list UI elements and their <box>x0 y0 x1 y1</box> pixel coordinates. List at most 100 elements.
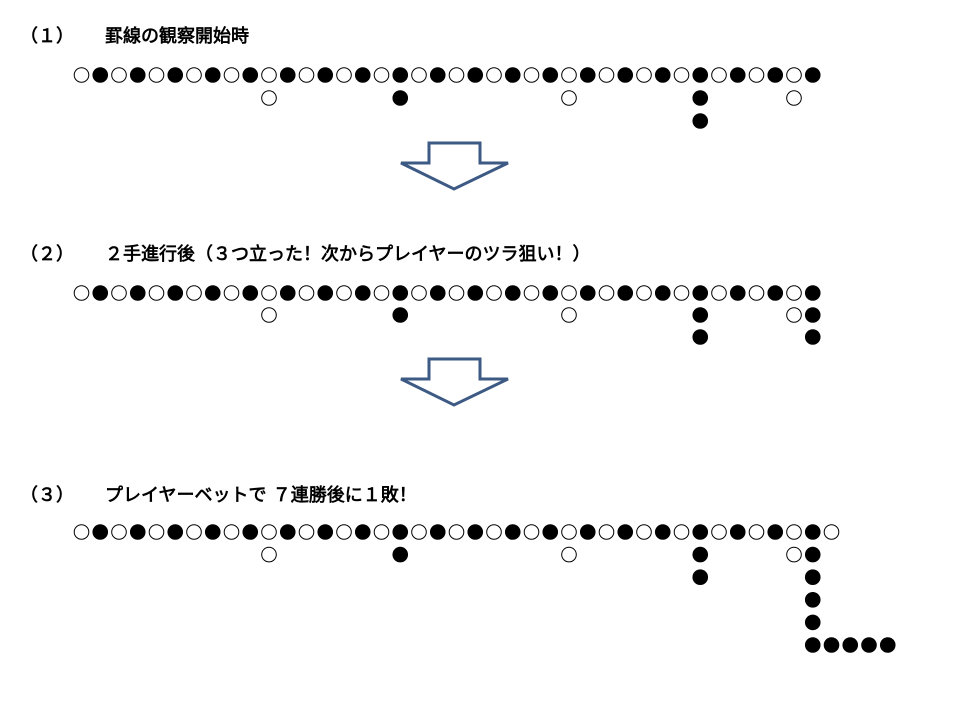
black-bead <box>354 67 371 83</box>
black-bead <box>823 637 840 653</box>
black-bead <box>392 67 409 83</box>
black-bead <box>842 637 859 653</box>
black-bead <box>692 113 709 129</box>
white-bead <box>598 285 615 301</box>
white-bead <box>636 285 652 301</box>
down-arrow-icon <box>400 141 509 191</box>
white-bead <box>373 524 390 540</box>
white-bead <box>223 67 240 83</box>
black-bead <box>204 285 221 301</box>
section-1-heading: （１）罫線の観察開始時 <box>20 22 249 48</box>
black-bead <box>804 569 821 586</box>
black-bead <box>242 67 259 83</box>
white-bead <box>261 524 277 540</box>
black-bead <box>242 524 259 540</box>
white-bead <box>223 524 240 540</box>
black-bead <box>279 285 296 301</box>
black-bead <box>579 285 596 301</box>
black-bead <box>279 524 296 540</box>
black-bead <box>767 524 784 540</box>
black-bead <box>429 285 446 301</box>
black-bead <box>392 90 409 106</box>
white-bead <box>186 285 202 301</box>
black-bead <box>317 524 334 540</box>
bead-road-3 <box>73 524 896 653</box>
black-bead <box>504 285 521 301</box>
black-bead <box>354 524 371 540</box>
black-bead <box>542 67 559 83</box>
section-number: （３） <box>20 485 74 506</box>
black-bead <box>804 524 821 540</box>
white-bead <box>673 67 690 83</box>
white-bead <box>111 67 127 83</box>
white-bead <box>561 307 577 323</box>
section-number: （２） <box>20 244 74 265</box>
white-bead <box>373 285 390 301</box>
black-bead <box>729 524 746 540</box>
white-bead <box>111 285 127 301</box>
black-bead <box>92 524 109 540</box>
black-bead <box>542 524 559 540</box>
white-bead <box>523 524 540 540</box>
white-bead <box>373 67 390 83</box>
white-bead <box>148 285 165 301</box>
white-bead <box>561 524 577 540</box>
black-bead <box>167 285 184 301</box>
white-bead <box>148 524 165 540</box>
black-bead <box>617 67 634 83</box>
white-bead <box>411 524 427 540</box>
black-bead <box>692 546 709 563</box>
black-bead <box>579 524 596 540</box>
white-bead <box>636 67 652 83</box>
black-bead <box>804 285 821 301</box>
black-bead <box>92 285 109 301</box>
white-bead <box>711 285 727 301</box>
black-bead <box>317 285 334 301</box>
white-bead <box>73 524 90 540</box>
white-bead <box>598 67 615 83</box>
white-bead <box>636 524 652 540</box>
black-bead <box>617 524 634 540</box>
white-bead <box>561 285 577 301</box>
black-bead <box>804 637 821 653</box>
black-bead <box>429 524 446 540</box>
white-bead <box>786 524 802 540</box>
black-bead <box>879 637 896 653</box>
black-bead <box>692 329 709 345</box>
white-bead <box>523 67 540 83</box>
black-bead <box>861 637 877 653</box>
white-bead <box>673 285 690 301</box>
white-bead <box>786 546 802 563</box>
black-bead <box>204 524 221 540</box>
white-bead <box>523 285 540 301</box>
black-bead <box>542 285 559 301</box>
white-bead <box>561 90 577 106</box>
black-bead <box>279 67 296 83</box>
black-bead <box>804 307 821 323</box>
black-bead <box>654 67 671 83</box>
white-bead <box>486 285 502 301</box>
black-bead <box>467 524 484 540</box>
white-bead <box>561 546 577 563</box>
black-bead <box>729 67 746 83</box>
black-bead <box>579 67 596 83</box>
black-bead <box>504 524 521 540</box>
white-bead <box>411 67 427 83</box>
white-bead <box>336 524 352 540</box>
section-title: プレイヤーベットで ７連勝後に１敗！ <box>105 485 417 506</box>
white-bead <box>748 285 765 301</box>
white-bead <box>111 524 127 540</box>
black-bead <box>467 285 484 301</box>
white-bead <box>298 285 315 301</box>
white-bead <box>186 524 202 540</box>
white-bead <box>298 524 315 540</box>
black-bead <box>317 67 334 83</box>
black-bead <box>242 285 259 301</box>
section-title: ２手進行後（３つ立った！次からプレイヤーのツラ狙い！） <box>105 244 591 265</box>
white-bead <box>448 524 465 540</box>
section-2-heading: （２） ２手進行後（３つ立った！次からプレイヤーのツラ狙い！） <box>20 240 590 266</box>
bead-road-2 <box>73 285 821 345</box>
section-3-heading: （３） プレイヤーベットで ７連勝後に１敗！ <box>20 481 417 507</box>
section-title: 罫線の観察開始時 <box>105 26 249 47</box>
